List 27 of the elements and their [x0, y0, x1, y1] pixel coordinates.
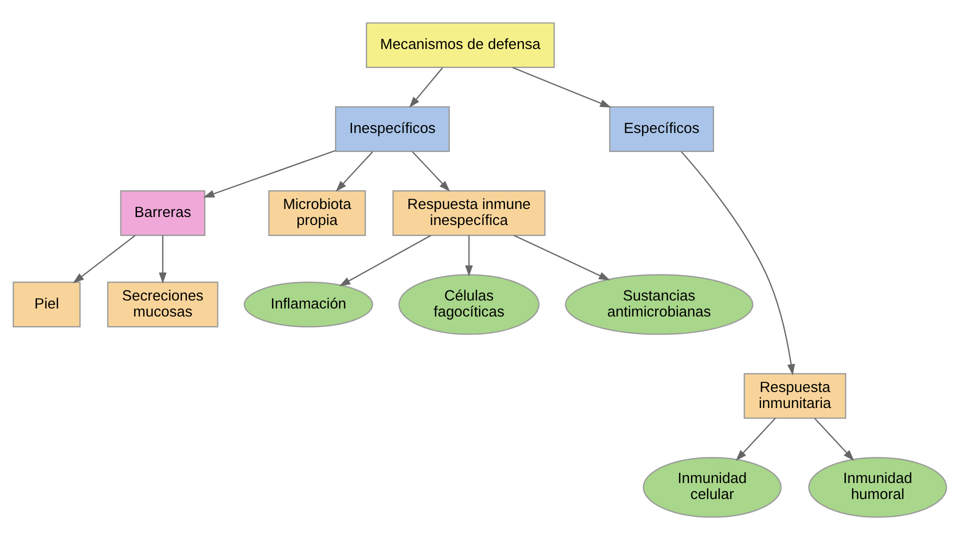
arrow	[512, 67, 612, 108]
node-box: Respuesta inmunitaria	[744, 373, 846, 419]
node-box: Mecanismos de defensa	[366, 22, 555, 68]
node-box: Inespecíficos	[335, 106, 450, 152]
arrow	[72, 234, 136, 284]
node-box: Respuesta inmune inespecífica	[392, 190, 546, 236]
node-box: Microbiota propia	[268, 190, 366, 236]
node-ellipse: Sustancias antimicrobianas	[564, 274, 754, 335]
arrow	[736, 418, 776, 461]
arrow	[412, 151, 450, 192]
arrow	[409, 67, 443, 108]
arrow	[814, 418, 854, 461]
node-ellipse: Células fagocíticas	[398, 274, 540, 335]
arrow	[158, 235, 167, 284]
arrow	[680, 151, 796, 376]
arrow	[203, 150, 336, 198]
node-ellipse: Inflamación	[244, 282, 374, 328]
node-box: Piel	[12, 282, 81, 328]
arrow	[336, 151, 374, 192]
arrow	[465, 235, 473, 276]
node-box: Específicos	[609, 106, 714, 152]
arrow	[514, 234, 610, 280]
node-box: Secreciones mucosas	[107, 282, 218, 328]
node-box: Barreras	[120, 190, 206, 236]
arrow	[339, 234, 432, 286]
node-ellipse: Inmunidad humoral	[808, 457, 948, 518]
node-ellipse: Inmunidad celular	[642, 457, 782, 518]
